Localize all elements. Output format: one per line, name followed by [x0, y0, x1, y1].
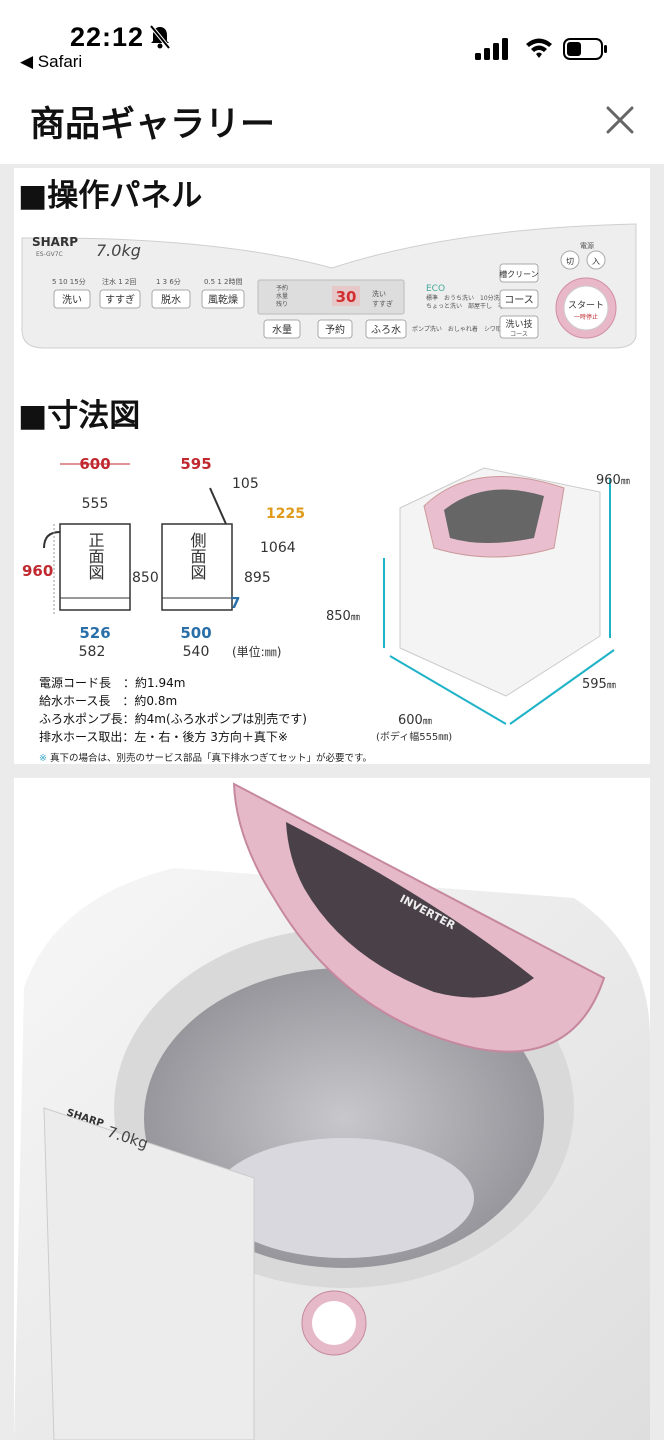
gallery-image-specs[interactable]: ■操作パネル SHARP ES-GV7C 7.0kg 5 10 15分 注水 1…	[14, 168, 650, 764]
svg-text:ECO: ECO	[426, 284, 445, 294]
svg-text:風乾燥: 風乾燥	[208, 293, 238, 306]
spec-note: ※ 真下の場合は、別売のサービス部品「真下排水つぎてセット」が必要です。	[39, 753, 373, 764]
spec-item: 給水ホース長 ：約0.8m	[39, 694, 178, 708]
svg-text:すすぎ: すすぎ	[105, 293, 135, 306]
svg-text:正面図: 正面図	[86, 532, 105, 580]
svg-text:582: 582	[79, 644, 106, 660]
bell-muted-icon	[149, 24, 171, 50]
svg-text:予約: 予約	[325, 323, 345, 336]
svg-text:1064: 1064	[260, 540, 296, 556]
svg-text:(単位:㎜): (単位:㎜)	[232, 644, 281, 659]
section-title-panel: ■操作パネル	[18, 178, 203, 214]
svg-text:水量: 水量	[276, 292, 288, 300]
svg-text:すすぎ: すすぎ	[372, 299, 393, 308]
battery-icon	[563, 38, 607, 60]
page-title: 商品ギャラリー	[30, 105, 276, 145]
spec-item: 電源コード長 ：約1.94m	[39, 676, 186, 690]
svg-text:500: 500	[180, 624, 211, 642]
svg-text:595: 595	[180, 455, 211, 473]
svg-text:895: 895	[244, 570, 271, 586]
front-view: 600 555 正面図 960 526 582	[22, 455, 131, 660]
svg-text:600㎜: 600㎜	[398, 713, 432, 728]
side-view: 595 105 側面図 850 895 1064 1225 7 500 540 …	[132, 455, 305, 660]
svg-text:960㎜: 960㎜	[596, 473, 630, 488]
svg-text:5 10 15分: 5 10 15分	[52, 277, 86, 286]
svg-text:注水 1 2回: 注水 1 2回	[102, 277, 136, 286]
svg-text:526: 526	[79, 624, 110, 642]
svg-text:850㎜: 850㎜	[326, 609, 360, 624]
svg-text:水量: 水量	[272, 324, 292, 336]
svg-text:595㎜: 595㎜	[582, 677, 616, 692]
svg-text:洗い: 洗い	[372, 289, 386, 298]
panel-display-value: 30	[336, 288, 357, 306]
spec-item: ふろ水ポンプ長：約4m(ふろ水ポンプは別売です)	[39, 712, 307, 726]
back-to-safari-link[interactable]: ◀ Safari	[20, 52, 83, 71]
svg-text:105: 105	[232, 476, 259, 492]
svg-text:(ボディ幅555㎜): (ボディ幅555㎜)	[376, 730, 452, 743]
svg-text:脱水: 脱水	[161, 293, 181, 306]
panel-button-tub-clean: 槽クリーン	[499, 263, 539, 283]
svg-text:スタート: スタート	[568, 300, 604, 311]
status-bar	[0, 0, 664, 80]
svg-text:コース: コース	[510, 331, 528, 338]
back-app-label: Safari	[37, 52, 83, 71]
spec-item: 排水ホース取出：左・右・後方 3方向＋真下※	[39, 730, 288, 744]
panel-button-water: 水量	[263, 319, 301, 339]
close-icon[interactable]	[604, 104, 636, 136]
svg-text:ポンプ洗い おしゃれ着 シワ取り: ポンプ洗い おしゃれ着 シワ取り	[412, 325, 508, 333]
status-time: 22:12	[70, 22, 145, 52]
svg-text:7: 7	[230, 594, 240, 612]
section-title-dimensions: ■寸法図	[18, 398, 141, 434]
svg-text:一時停止: 一時停止	[574, 313, 598, 321]
gallery-image-product-photo[interactable]: INVERTER SHARP 7.0kg	[14, 778, 650, 1440]
svg-text:ちょっと洗い 部屋干し 毛布: ちょっと洗い 部屋干し 毛布	[426, 302, 510, 310]
cellular-signal-icon	[475, 38, 508, 60]
panel-button-rinse: すすぎ	[99, 289, 141, 309]
panel-button-course: コース	[499, 289, 539, 309]
svg-text:切: 切	[566, 257, 574, 266]
panel-button-wash: 洗い	[53, 289, 91, 309]
panel-model: ES-GV7C	[36, 251, 63, 258]
svg-text:槽クリーン: 槽クリーン	[499, 269, 539, 279]
svg-text:555: 555	[82, 496, 109, 512]
svg-text:入: 入	[592, 257, 600, 266]
panel-button-spin: 脱水	[151, 289, 191, 309]
panel-button-timer: 予約	[317, 319, 353, 339]
svg-text:残り: 残り	[276, 300, 288, 308]
spec-list: 電源コード長 ：約1.94m 給水ホース長 ：約0.8m ふろ水ポンプ長：約4m…	[39, 674, 307, 746]
wifi-icon	[526, 38, 552, 58]
svg-text:洗い: 洗い	[62, 294, 82, 306]
svg-text:0.5 1 2時間: 0.5 1 2時間	[204, 278, 243, 286]
panel-button-dry: 風乾燥	[201, 289, 245, 309]
svg-text:ふろ水: ふろ水	[371, 324, 401, 336]
svg-text:電源: 電源	[580, 241, 594, 250]
panel-start-dial: スタート 一時停止	[555, 277, 617, 339]
dimension-diagram: 600 555 正面図 960 526 582 595 105 側面図 850 …	[22, 455, 630, 743]
svg-text:600: 600	[79, 455, 110, 473]
svg-text:1 3 6分: 1 3 6分	[156, 277, 181, 286]
control-panel-illustration: SHARP ES-GV7C 7.0kg 5 10 15分 注水 1 2回 1 3…	[21, 223, 637, 349]
svg-text:標準 おうち洗い 10分洗濯: 標準 おうち洗い 10分洗濯	[426, 294, 506, 302]
svg-text:洗い技: 洗い技	[505, 318, 532, 330]
panel-capacity: 7.0kg	[96, 241, 141, 260]
gallery-header	[0, 80, 664, 164]
isometric-view: 960㎜ 850㎜ 595㎜ 600㎜ (ボディ幅555㎜)	[326, 467, 630, 743]
svg-text:コース: コース	[504, 295, 534, 306]
svg-text:予約: 予約	[276, 284, 288, 292]
washer-photo: INVERTER SHARP 7.0kg	[14, 778, 650, 1440]
svg-text:側面図: 側面図	[188, 532, 207, 580]
svg-text:540: 540	[183, 644, 210, 660]
svg-text:960: 960	[22, 562, 53, 580]
panel-button-bathwater: ふろ水	[365, 319, 407, 339]
panel-brand: SHARP	[32, 235, 78, 249]
svg-text:1225: 1225	[266, 506, 305, 522]
svg-text:850: 850	[132, 570, 159, 586]
